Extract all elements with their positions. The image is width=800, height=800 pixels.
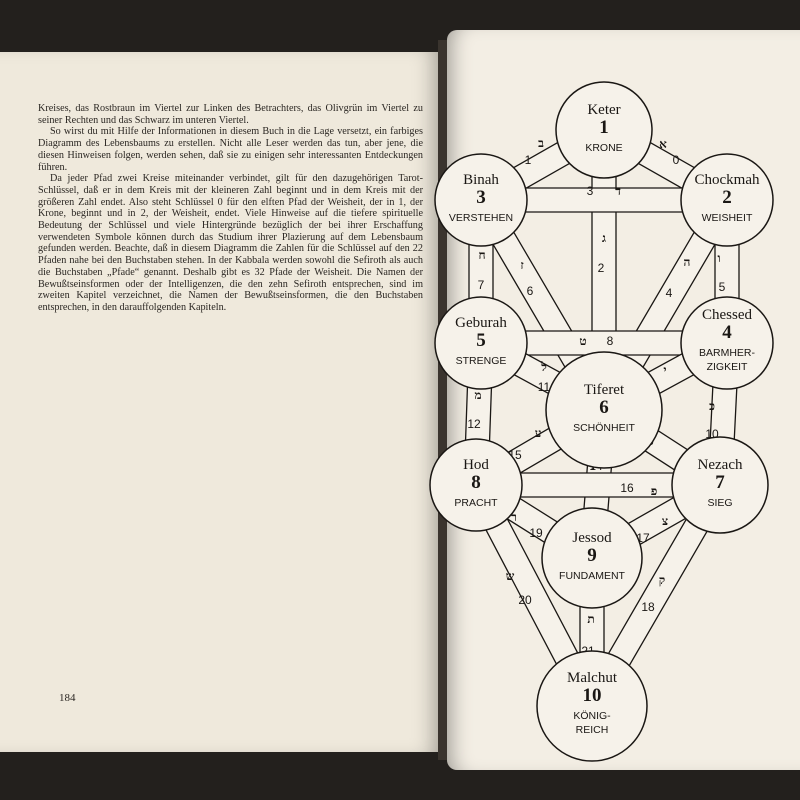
sefira-name: Malchut [567,670,618,686]
path-number: 8 [607,334,614,348]
path-number: 3 [587,184,594,198]
sefira-circle [541,507,643,609]
sefira-number: 9 [587,545,597,566]
path-number: 2 [598,261,605,275]
path-number: 7 [478,278,485,292]
path-hebrew-letter: ו [717,251,720,265]
paragraph: Kreises, das Rostbraun im Viertel zur Li… [38,103,423,126]
path-number: 11 [538,380,551,394]
sefira-number: 2 [722,187,732,208]
sefira-name: Jessod [572,530,612,546]
sefira-german-name: SCHÖNHEIT [573,422,635,434]
path-hebrew-letter: ה [684,255,691,269]
path-hebrew-letter: ע [535,426,542,440]
path-number: 6 [527,284,534,298]
path-hebrew-letter: מ [474,388,481,402]
sefira-german-name: VERSTEHEN [449,212,513,224]
sefira-circle [555,81,653,179]
sefira-name: Tiferet [584,382,625,398]
path-number: 5 [719,280,726,294]
path-number: 19 [529,526,543,540]
sefira-number: 6 [599,397,609,418]
path-hebrew-letter: ת [587,612,594,626]
sefira-circle [680,153,774,247]
sefira-german-name: REICH [576,724,609,736]
paragraph: Da jeder Pfad zwei Kreise miteinander ve… [38,173,423,313]
path-number: 12 [467,417,481,431]
body-text: Kreises, das Rostbraun im Viertel zur Li… [38,103,423,314]
sefira-name: Chessed [702,307,752,323]
sefira-german-name: BARMHER- [699,347,756,359]
path-number: 1 [525,153,532,167]
page-number: 184 [59,692,76,704]
sefira-german-name: PRACHT [454,497,498,509]
sefira-circle [434,296,528,390]
sefira-name: Geburah [455,315,507,331]
sefira-german-name: SIEG [707,497,732,509]
sefira-name: Chockmah [695,172,760,188]
sefira-number: 1 [599,117,609,138]
sefira-circle [671,436,769,534]
sefira-german-name: ZIGKEIT [707,361,748,373]
sefira-name: Nezach [698,457,743,473]
path-hebrew-letter: ג [602,231,606,245]
path-hebrew-letter: ח [478,248,485,262]
sefira-name: Hod [463,457,489,473]
sefira-name: Binah [463,172,499,188]
path-hebrew-letter: כ [709,399,715,413]
path-hebrew-letter: ש [506,569,515,583]
path-hebrew-letter: ז [520,258,524,272]
sefira-german-name: WEISHEIT [702,212,753,224]
sefira-circle [680,296,774,390]
path-hebrew-letter: ב [538,136,544,150]
path-number: 16 [620,481,634,495]
path-hebrew-letter: צ [662,514,668,528]
path-number: 18 [641,600,655,614]
sefira-german-name: KRONE [585,142,622,154]
sefira-number: 4 [722,322,732,343]
path-hebrew-letter: פ [651,484,658,498]
path-hebrew-letter: ר [511,510,517,524]
sefira-german-name: STRENGE [456,355,507,367]
path-number: 0 [673,153,680,167]
left-page [0,52,441,752]
path-hebrew-letter: א [659,137,667,151]
path-number: 20 [518,593,532,607]
sefira-number: 7 [715,472,725,493]
path-hebrew-letter: ל [540,360,547,374]
sefira-name: Keter [587,102,620,118]
path-hebrew-letter: ט [579,334,586,348]
path-hebrew-letter: ד [615,184,621,198]
sefira-circle [536,650,648,762]
sefira-number: 10 [583,685,602,706]
sefira-circle [545,351,663,469]
sefira-number: 5 [476,330,486,351]
path-number: 4 [666,286,673,300]
sefira-circle [429,438,523,532]
paragraph: So wirst du mit Hilfe der Informationen … [38,126,423,173]
path-hebrew-letter: ק [659,573,665,587]
sefira-german-name: KÖNIG- [573,710,611,722]
sefira-number: 8 [471,472,481,493]
sefira-german-name: FUNDAMENT [559,570,625,582]
sefira-number: 3 [476,187,486,208]
sefira-circle [434,153,528,247]
path-hebrew-letter: י [663,363,666,377]
